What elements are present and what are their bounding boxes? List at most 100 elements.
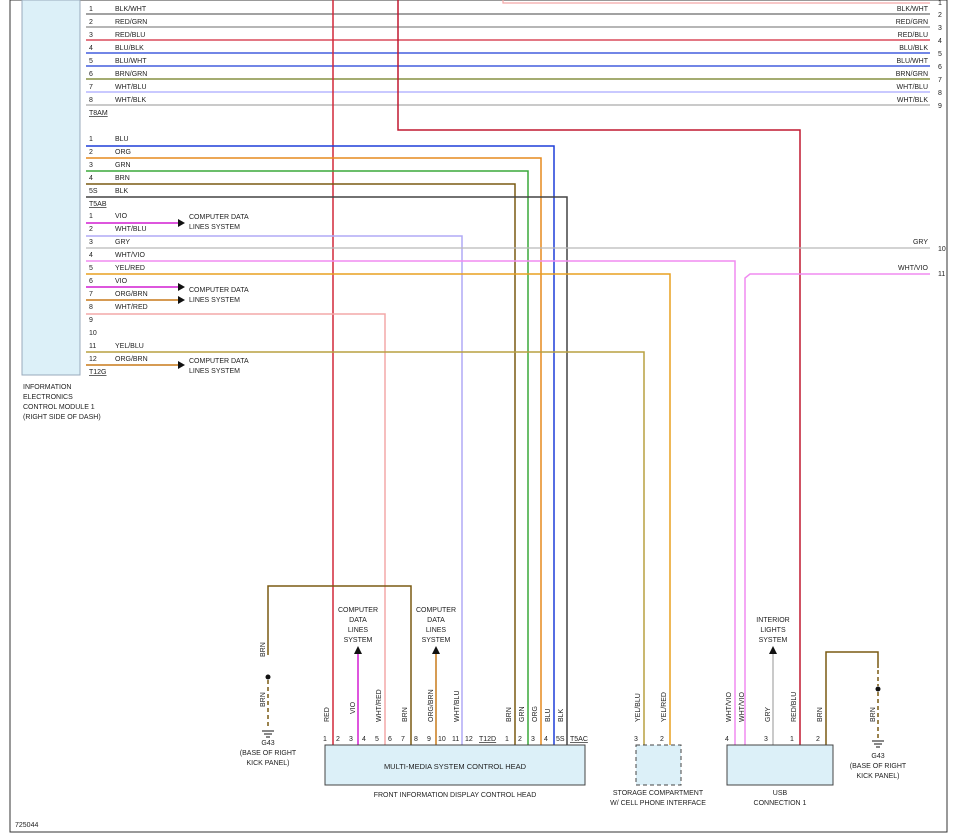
ground-right-loc-2: KICK PANEL) [856,773,899,780]
wire-b-grn [86,170,529,745]
b-color-5: BLK [115,188,129,195]
storage-wire-2: YEL/RED [661,692,668,722]
module-label-2: ELECTRONICS [23,394,73,401]
cdl-stack-a-3: LINES [348,627,369,634]
cdl-ref-1-l2: LINES SYSTEM [189,224,240,231]
a-right-color-4: BLU/BLK [899,45,928,52]
c-pin-5: 5 [89,265,93,272]
storage-box [635,744,682,786]
c-pin-1: 1 [89,213,93,220]
c-pin-12: 12 [89,356,97,363]
cdl-stack-a-1: COMPUTER [338,607,378,614]
a-color-2: RED/GRN [115,19,147,26]
connector-t12g: T12G [89,369,107,376]
wire-c4-whtvio [86,260,736,745]
usb-pin-3: 3 [764,736,768,743]
usb-label-2: CONNECTION 1 [754,800,807,807]
usb-wire-1: RED/BLU [791,692,798,722]
ground-right-name: G43 [871,753,884,760]
ground-right-wire-label: BRN [870,707,877,722]
c-color-1: VIO [115,213,128,220]
a-right-pin-1: 1 [938,0,942,7]
diagram-id: 725044 [15,822,38,829]
hu-pin-10: 10 [438,736,446,743]
wire-b-org [86,157,542,745]
c-color-3: GRY [115,239,130,246]
c-pin-6: 6 [89,278,93,285]
a-pin-7: 7 [89,84,93,91]
c-pin-9: 9 [89,317,93,324]
c-color-6: VIO [115,278,128,285]
group-a [86,13,930,106]
arrow-cdl-lower-b [432,646,440,654]
b-pin-4: 4 [89,175,93,182]
cdl-stack-b-4: SYSTEM [422,637,451,644]
usb-label-1: USB [773,790,788,797]
cdl-ref-2-l2: LINES SYSTEM [189,297,240,304]
hu5-wire-2: GRN [519,706,526,722]
right-pin-11: 11 [938,271,945,278]
ground-left-loc-1: (BASE OF RIGHT [240,750,297,757]
hu-pin-row: 1 2 3 4 5 6 7 8 9 10 11 12 T12D 1 2 3 4 … [323,736,820,743]
a-color-3: RED/BLU [115,32,145,39]
wire-b-brn [86,183,516,745]
ils-stack-3: SYSTEM [759,637,788,644]
connector-t5ac: T5AC [570,736,588,743]
a-right-color-2: RED/GRN [896,19,928,26]
hu5-wire-1: BRN [506,707,513,722]
cdl-stack-b-2: DATA [427,617,445,624]
a-right-pin-4: 4 [938,38,942,45]
usb-box [726,744,834,786]
hu-pin-2: 2 [336,736,340,743]
c-pin-7: 7 [89,291,93,298]
hu-wire-11: WHT/BLU [454,691,461,723]
usb-pin-4: 4 [725,736,729,743]
module-label-4: (RIGHT SIDE OF DASH) [23,414,101,421]
a-right-color-8: WHT/BLK [897,97,928,104]
ground-wire-label-1: BRN [260,642,267,657]
cdl-ref-3-l1: COMPUTER DATA [189,358,249,365]
a-pin-5: 5 [89,58,93,65]
a-right-color-5: BLU/WHT [897,58,929,65]
b-color-3: GRN [115,162,131,169]
hu-wire-5: WHT/RED [376,689,383,722]
arrow-cdl-lower-a [354,646,362,654]
hu-pin-1: 1 [323,736,327,743]
arrow-cdl-4 [178,361,185,369]
ground-left-name: G43 [261,740,274,747]
c-color-7: ORG/BRN [115,291,148,298]
c-pin-11: 11 [89,343,96,350]
storage-label-2: W/ CELL PHONE INTERFACE [610,800,706,807]
hu-wire-9: ORG/BRN [428,689,435,722]
connector-t5ab: T5AB [89,201,107,208]
cdl-stack-b-1: COMPUTER [416,607,456,614]
storage-label-1: STORAGE COMPARTMENT [613,790,704,797]
a-pin-3: 3 [89,32,93,39]
hu5-pin-2: 2 [518,736,522,743]
c-pin-10: 10 [89,330,97,337]
cdl-stack-b-3: LINES [426,627,447,634]
a-color-1: BLK/WHT [115,6,147,13]
arrow-ils [769,646,777,654]
c-color-8: WHT/RED [115,304,148,311]
usb-wire-2: BRN [817,707,824,722]
a-color-6: BRN/GRN [115,71,147,78]
splice-right [875,686,881,692]
head-unit-box [324,744,586,786]
hu5-pin-5: 5S [556,736,565,743]
arrow-cdl-1 [178,219,185,227]
wire-c5-yelred [86,273,671,745]
a-pin-8: 8 [89,97,93,104]
storage-pin-2: 2 [660,736,664,743]
b-pin-2: 2 [89,149,93,156]
cdl-ref-2-l1: COMPUTER DATA [189,287,249,294]
usb-pin-1: 1 [790,736,794,743]
a-pin-6: 6 [89,71,93,78]
hu5-pin-3: 3 [531,736,535,743]
cdl-stack-a-4: SYSTEM [344,637,373,644]
hu-pin-8: 8 [414,736,418,743]
storage-wire-3: YEL/BLU [635,693,642,722]
a-color-8: WHT/BLK [115,97,146,104]
